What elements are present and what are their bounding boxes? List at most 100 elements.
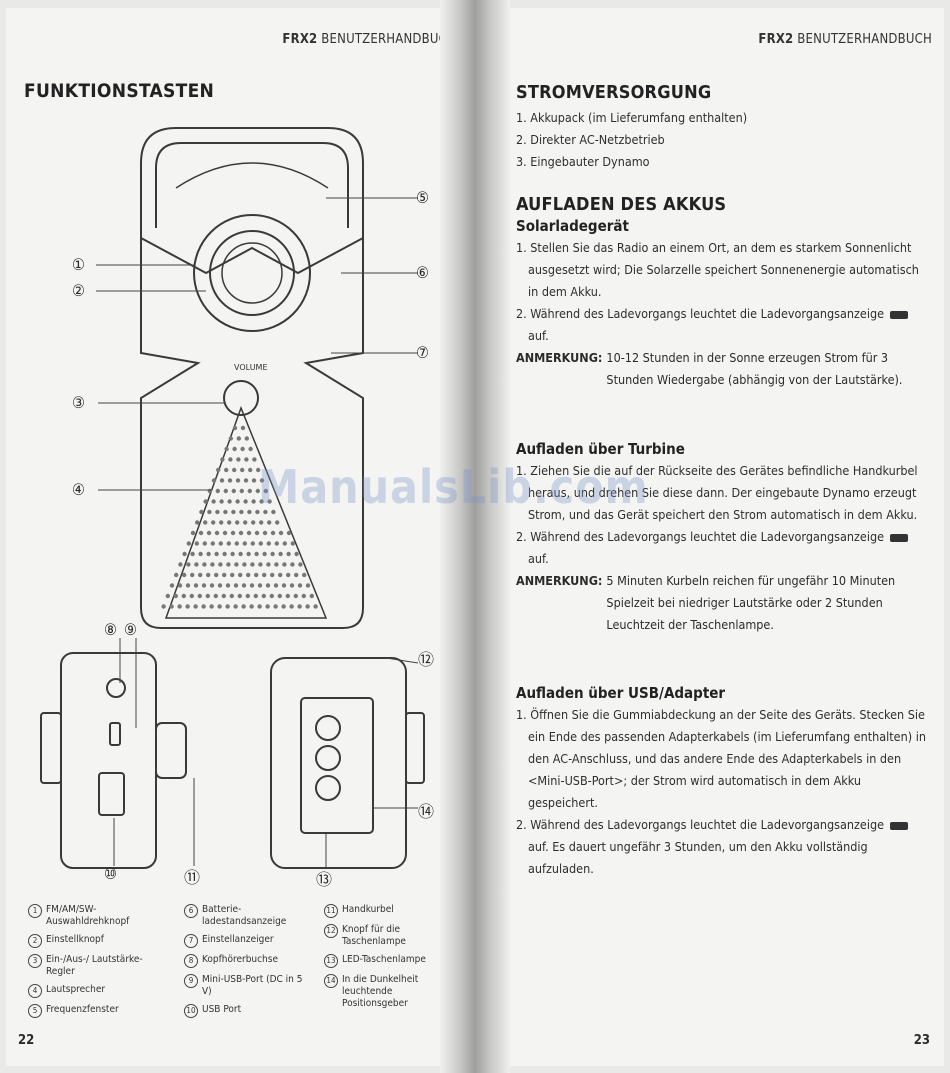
speaker-hole — [211, 478, 217, 483]
speaker-hole — [225, 604, 230, 609]
speaker-hole — [267, 520, 272, 525]
watermark: ManualsLib.com — [258, 460, 649, 514]
list-item: 3. Eingebauter Dynamo — [516, 154, 650, 169]
speaker-hole — [240, 425, 246, 431]
speaker-hole — [177, 583, 183, 588]
speaker-hole — [198, 530, 204, 536]
callout-2: ② — [72, 281, 85, 300]
speaker-hole — [267, 499, 272, 504]
legend-text: Batterie-ladestandsanzeige — [202, 904, 287, 927]
flashlight-panel — [300, 697, 374, 834]
left-page: FRX2 BENUTZERHANDBUCH FUNKTIONSTASTEN VO… — [6, 8, 462, 1066]
speaker-hole — [226, 562, 231, 567]
callout-8: ⑧ — [104, 620, 117, 639]
speaker-hole — [254, 551, 259, 557]
speaker-hole — [194, 541, 199, 546]
legend-text: LED-Taschenlampe — [342, 954, 426, 965]
speaker-hole — [216, 467, 221, 473]
callout-4: ④ — [72, 480, 85, 499]
speaker-hole — [198, 551, 203, 557]
speaker-hole — [247, 509, 252, 515]
callout-9: ⑨ — [124, 620, 137, 639]
speaker-hole — [214, 551, 219, 557]
section-title: STROMVERSORGUNG — [516, 82, 712, 103]
speaker-hole — [189, 593, 194, 599]
right-page: FRX2 BENUTZERHANDBUCH STROMVERSORGUNG 1.… — [488, 8, 944, 1066]
speaker-hole — [197, 593, 202, 599]
callout-6: ⑥ — [416, 263, 429, 282]
speaker-hole — [211, 499, 216, 504]
speaker-hole — [185, 604, 190, 609]
speaker-hole — [252, 457, 257, 462]
speaker-hole — [203, 520, 208, 525]
speaker-hole — [206, 551, 211, 557]
legend-number: 1 — [28, 904, 42, 918]
speaker-hole — [290, 562, 295, 567]
legend-number: 2 — [28, 934, 42, 948]
legend-number: 7 — [184, 934, 198, 948]
speaker-hole — [177, 604, 182, 609]
speaker-hole — [213, 593, 218, 599]
speaker-hole — [281, 583, 287, 588]
legend-text: Frequenzfenster — [46, 1004, 119, 1015]
speaker-hole — [240, 446, 245, 452]
speaker-hole — [251, 478, 257, 483]
speaker-grille — [164, 405, 328, 619]
speaker-hole — [202, 541, 207, 546]
speaker-hole — [194, 562, 199, 567]
speaker-hole — [250, 541, 255, 546]
speaker-hole — [251, 520, 256, 525]
volume-label: VOLUME — [234, 363, 268, 372]
page-header: FRX2 BENUTZERHANDBUCH — [282, 32, 456, 47]
callout-12: ⑫ — [418, 650, 435, 669]
legend-number: 11 — [324, 904, 338, 918]
speaker-hole — [245, 593, 250, 599]
speaker-hole — [269, 593, 274, 599]
speaker-hole — [273, 583, 279, 588]
speaker-hole — [214, 530, 220, 536]
speaker-hole — [161, 604, 166, 609]
note: ANMERKUNG: 5 Minuten Kurbeln reichen für… — [516, 573, 896, 632]
speaker-hole — [246, 551, 251, 557]
speaker-hole — [277, 593, 282, 599]
speaker-hole — [233, 604, 238, 609]
speaker-hole — [248, 446, 253, 452]
speaker-hole — [223, 488, 228, 494]
speaker-hole — [217, 604, 222, 609]
speaker-hole — [210, 541, 215, 546]
speaker-hole — [262, 572, 267, 578]
legend-number: 10 — [184, 1004, 198, 1018]
speaker-hole — [254, 572, 259, 578]
page-title: FUNKTIONSTASTEN — [24, 80, 215, 102]
callout-14: ⑭ — [418, 802, 435, 821]
speaker-hole — [286, 530, 292, 536]
speaker-hole — [258, 562, 263, 567]
speaker-hole — [240, 467, 245, 473]
legend-text: Einstellknopf — [46, 934, 104, 945]
legend-text: USB Port — [202, 1004, 242, 1015]
legend-text: Ein-/Aus-/ Lautstärke-Regler — [46, 954, 143, 977]
note: ANMERKUNG: 10-12 Stunden in der Sonne er… — [516, 350, 903, 387]
speaker-hole — [309, 593, 314, 599]
speaker-hole — [230, 572, 235, 578]
speaker-hole — [231, 509, 236, 515]
speaker-hole — [274, 541, 279, 546]
speaker-hole — [244, 436, 249, 441]
speaker-hole — [243, 499, 248, 504]
speaker-hole — [259, 478, 265, 483]
speaker-hole — [209, 604, 214, 609]
list-item: 2. Während des Ladevorgangs leuchtet die… — [516, 814, 932, 880]
speaker-hole — [198, 572, 203, 578]
speaker-hole — [185, 583, 191, 588]
speaker-hole — [219, 520, 224, 525]
speaker-hole — [241, 583, 247, 588]
speaker-hole — [223, 509, 228, 515]
speaker-hole — [238, 572, 243, 578]
speaker-hole — [262, 530, 268, 536]
